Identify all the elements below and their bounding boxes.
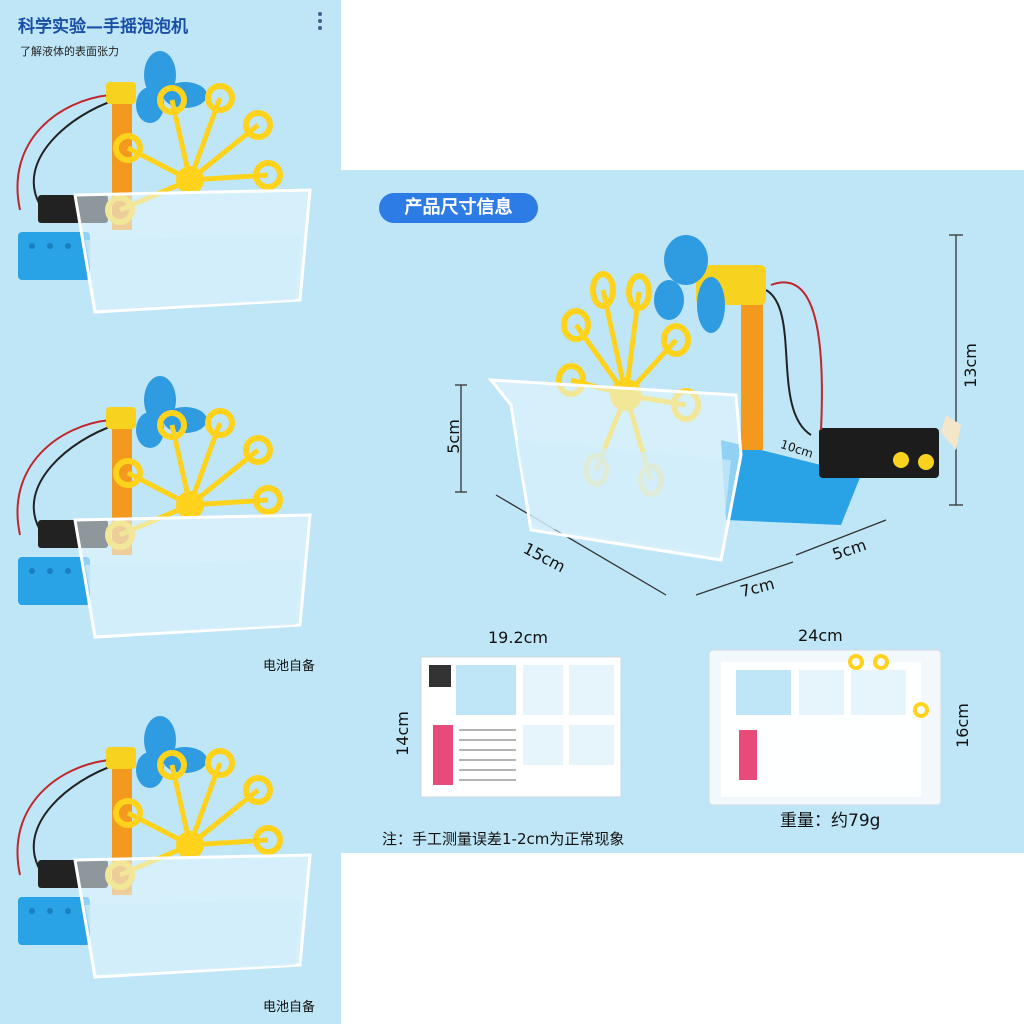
bag-height: 16cm — [952, 703, 972, 748]
battery-note-2: 电池自备 — [263, 1000, 316, 1015]
battery-note-1: 电池自备 — [263, 659, 316, 674]
dim-tank-height: 5cm — [443, 419, 463, 454]
size-info-badge: 产品尺寸信息 — [379, 193, 538, 223]
dim-height: 13cm — [960, 343, 980, 388]
card-height: 14cm — [392, 711, 412, 756]
bag-width: 24cm — [798, 626, 843, 645]
product-photo-1 — [16, 51, 312, 314]
page-subtitle: 了解液体的表面张力 — [20, 45, 119, 58]
product-photo-3 — [0, 665, 341, 1005]
product-dimension-diagram — [420, 234, 963, 806]
wheel-hub — [176, 166, 204, 194]
base-block — [18, 232, 90, 280]
product-photo-2 — [0, 325, 341, 665]
motor — [106, 82, 136, 104]
card-width: 19.2cm — [488, 628, 549, 647]
stand — [741, 300, 763, 450]
page-title: 科学实验—手摇泡泡机 — [18, 17, 188, 37]
more-options-icon[interactable] — [316, 12, 324, 33]
base-block — [721, 440, 861, 525]
measurement-note: 注：手工测量误差1-2cm为正常现象 — [382, 830, 625, 848]
battery-box — [819, 428, 939, 478]
fan-blade — [664, 235, 708, 285]
weight-label: 重量：约79g — [780, 811, 881, 831]
